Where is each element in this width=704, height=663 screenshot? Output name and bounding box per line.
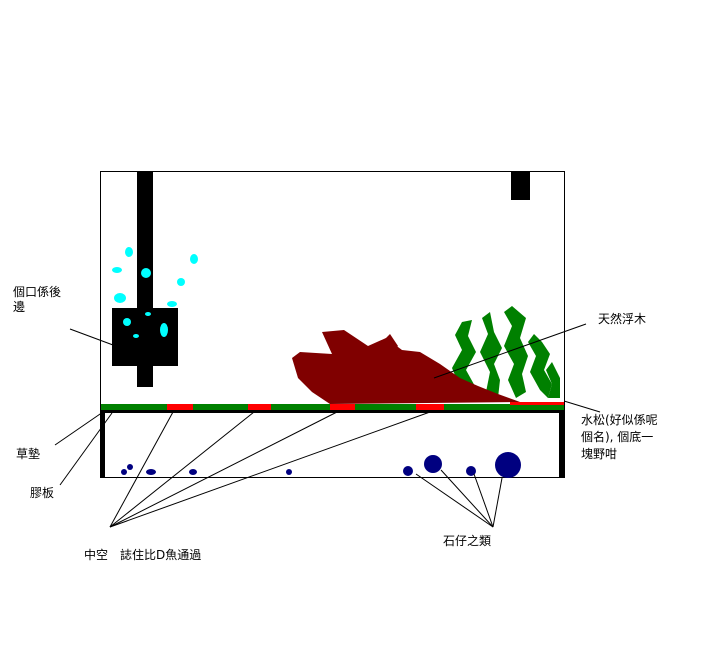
stone	[121, 469, 127, 475]
mat-gaps	[167, 402, 564, 412]
bubble	[145, 312, 151, 316]
gap	[330, 404, 355, 412]
bubble	[190, 254, 198, 264]
bubble	[167, 301, 177, 307]
stone	[127, 464, 133, 470]
bubble	[112, 267, 122, 273]
bubble	[133, 334, 139, 338]
label-moss-2: 個名), 個底一	[581, 429, 653, 444]
leader-lines	[54, 323, 601, 528]
label-plastic-board: 膠板	[30, 486, 54, 500]
bubble	[125, 247, 133, 257]
bubble	[160, 323, 168, 337]
stones	[121, 452, 521, 478]
stone	[403, 466, 413, 476]
bubble	[177, 278, 185, 286]
gap	[167, 404, 193, 412]
plastic-board	[101, 410, 564, 413]
bubble	[141, 268, 151, 278]
air-bubbles	[112, 247, 198, 338]
filter-box	[112, 308, 178, 366]
gap	[510, 402, 564, 405]
label-back-opening-2: 邊	[13, 300, 25, 314]
tank-outline	[100, 171, 565, 478]
label-driftwood: 天然浮木	[598, 311, 646, 326]
bubble	[114, 293, 126, 303]
driftwood	[292, 330, 520, 404]
label-moss-1: 水松(好似係呢	[581, 413, 658, 427]
label-grass-mat: 草墊	[16, 447, 40, 461]
stone	[424, 455, 442, 473]
outlet-block	[511, 172, 530, 200]
stone	[495, 452, 521, 478]
label-back-opening-1: 個口係後	[13, 285, 61, 299]
board-leg-right	[559, 410, 564, 477]
stone	[189, 469, 197, 475]
label-stones: 石仔之類	[443, 534, 491, 548]
stone	[466, 466, 476, 476]
stone	[146, 469, 156, 475]
aquatic-plant	[452, 306, 560, 398]
label-hollow: 中空 誌住比D魚通過	[84, 547, 201, 562]
stone	[286, 469, 292, 475]
label-moss-3: 塊野咁	[581, 446, 617, 461]
bubble	[123, 318, 131, 326]
gap	[416, 404, 444, 412]
board-leg-left	[101, 410, 105, 477]
gap	[248, 404, 271, 412]
driftwood-branch	[382, 334, 398, 352]
